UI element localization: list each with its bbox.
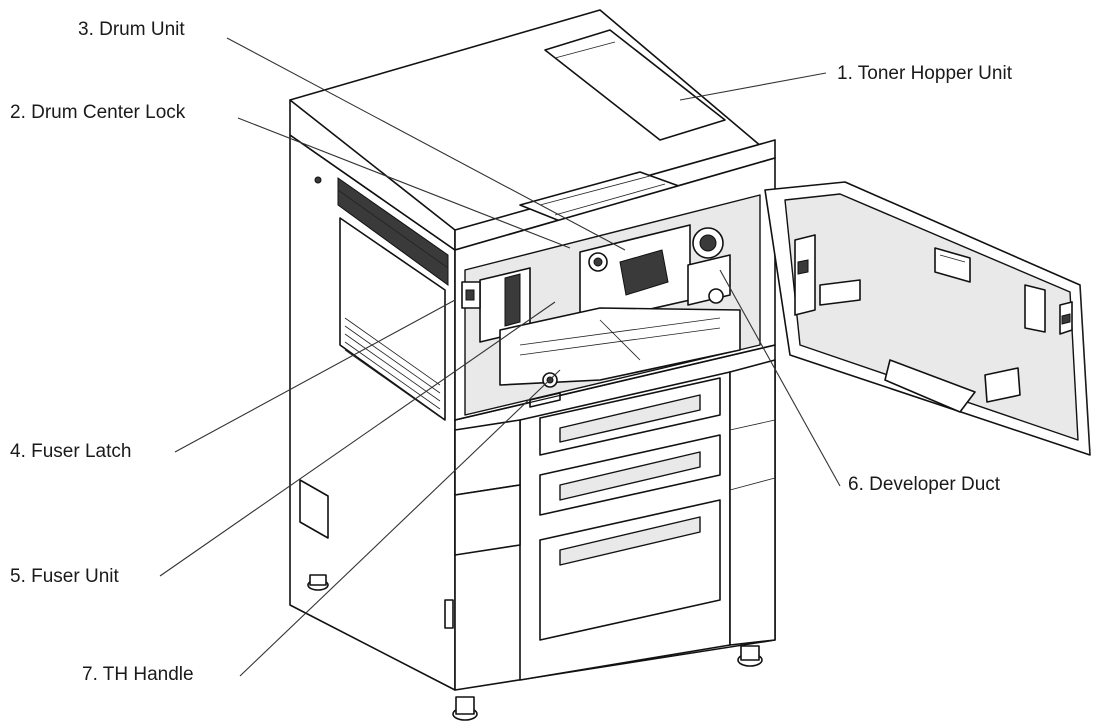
copier-interior: [454, 157, 776, 421]
copier-top-cover: [289, 9, 776, 251]
leader-drum-unit: [226, 37, 626, 251]
label-toner-hopper-unit: 1. Toner Hopper Unit: [837, 63, 1012, 84]
leader-drum-center-lock: [237, 117, 571, 249]
copier-front-cabinet: [454, 344, 776, 691]
copier-left-side-panel: [289, 134, 456, 691]
leader-toner-hopper-unit: [679, 72, 827, 101]
leader-lines: [159, 37, 841, 677]
copier-front-door: [764, 181, 1091, 456]
leader-th-handle: [239, 369, 561, 677]
label-drum-center-lock: 2. Drum Center Lock: [10, 102, 186, 123]
copier-feet: [307, 574, 763, 721]
leader-fuser-unit: [159, 301, 556, 577]
leader-developer-duct: [719, 269, 841, 487]
label-developer-duct: 6. Developer Duct: [848, 474, 1001, 495]
label-fuser-latch: 4. Fuser Latch: [10, 441, 132, 462]
label-th-handle: 7. TH Handle: [82, 664, 194, 685]
leader-fuser-latch: [174, 299, 456, 453]
label-drum-unit: 3. Drum Unit: [78, 19, 185, 40]
label-fuser-unit: 5. Fuser Unit: [10, 566, 119, 587]
